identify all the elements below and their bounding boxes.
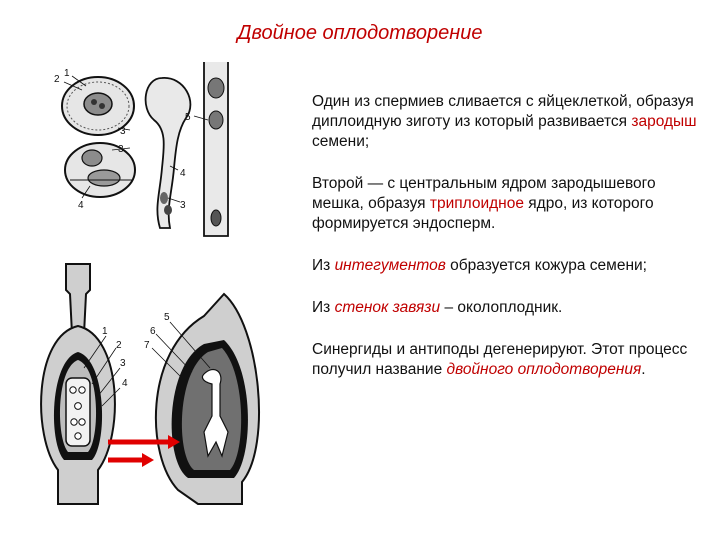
text-column: Один из спермиев сливается с яйцеклеткой… [312,92,707,402]
paragraph-double-fertilization-tail: . [641,361,646,378]
paragraph-endosperm-highlight: триплоидное [429,195,524,212]
paragraph-double-fertilization-text: Синергиды и антиподы дегенерируют. Этот … [312,341,688,378]
ovule-label-1: 1 [102,326,108,337]
pollen-label-3a: 3 [120,126,126,137]
pollen-label-2: 2 [54,74,60,85]
paragraph-double-fertilization: Синергиды и антиподы дегенерируют. Этот … [312,340,707,380]
ovule-label-6: 6 [150,326,156,337]
pollen-label-3b: 3 [118,144,124,155]
paragraph-zygote-text: Один из спермиев сливается с яйцеклеткой… [312,93,694,130]
pollen-label-4a: 4 [78,200,84,211]
paragraph-endosperm: Второй — с центральным ядром зародышевог… [312,174,707,234]
paragraph-zygote-tail: семени; [312,133,370,150]
paragraph-seed-coat: Из интегументов образуется кожура семени… [312,256,707,276]
pollen-label-1: 1 [64,68,70,79]
paragraph-double-fertilization-highlight: двойного оплодотворения [446,361,642,378]
pollen-figure-svg: 2 1 3 3 4 5 4 3 [54,62,229,237]
pollen-figure: 2 1 3 3 4 5 4 3 [52,58,252,248]
paragraph-endosperm-text: Второй — с центральным ядром зародышевог… [312,175,656,212]
ovule-label-5: 5 [164,312,170,323]
paragraph-pericarp-text: Из [312,299,335,316]
pollen-label-4b: 4 [180,168,186,179]
paragraph-pericarp: Из стенок завязи – околоплодник. [312,298,707,318]
paragraph-seed-coat-text: Из [312,257,335,274]
ovule-figure-svg: 1 2 3 4 6 7 5 [40,263,260,505]
ovule-figure: 1 2 3 4 6 7 5 [28,256,288,506]
ovule-label-7: 7 [144,340,150,351]
ovule-label-2: 2 [116,340,122,351]
paragraph-zygote-highlight: зародыш [631,113,697,130]
paragraph-pericarp-highlight: стенок завязи [334,299,441,316]
paragraph-seed-coat-highlight: интегументов [334,257,446,274]
paragraph-pericarp-tail: – околоплодник. [440,299,563,316]
ovule-label-3: 3 [120,358,126,369]
paragraph-zygote: Один из спермиев сливается с яйцеклеткой… [312,92,707,152]
pollen-label-5: 5 [185,112,191,123]
slide-title-text: Двойное оплодотворение [237,22,483,44]
pollen-label-3c: 3 [180,200,186,211]
slide-title: Двойное оплодотворение [0,22,720,45]
paragraph-seed-coat-tail: образуется кожура семени; [445,257,647,274]
ovule-label-4: 4 [122,378,128,389]
paragraph-endosperm-tail: ядро, из которого формируется эндосперм. [312,195,654,232]
